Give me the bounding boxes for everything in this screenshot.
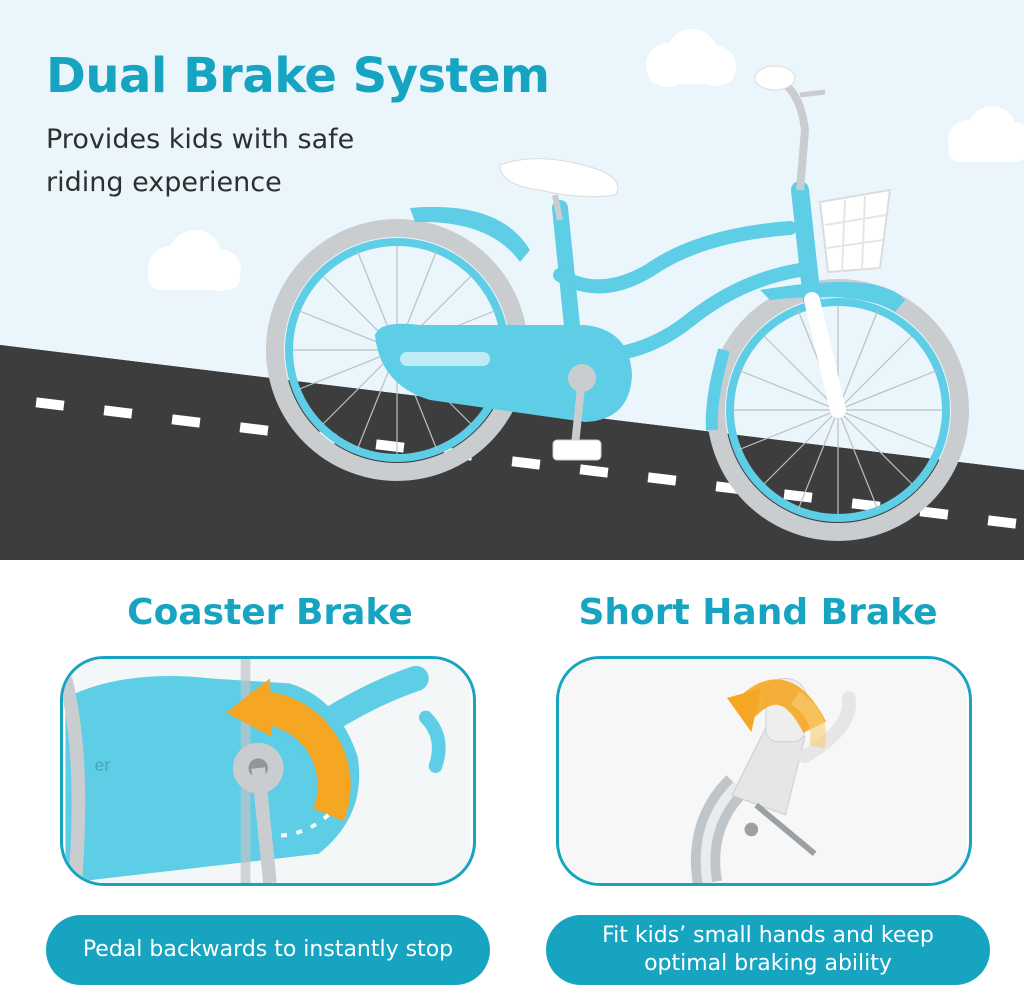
hand-lever-arrow-icon bbox=[726, 679, 826, 749]
coaster-brake-caption: Pedal backwards to instantly stop bbox=[46, 915, 490, 985]
svg-text:er: er bbox=[95, 755, 111, 775]
bicycle-illustration bbox=[266, 65, 969, 541]
hero-scene bbox=[0, 29, 1024, 560]
hand-brake-caption: Fit kids’ small hands and keep optimal b… bbox=[546, 915, 990, 985]
main-title: Dual Brake System bbox=[46, 48, 550, 104]
hand-brake-closeup bbox=[561, 659, 967, 883]
coaster-brake-photo: er bbox=[60, 656, 476, 886]
coaster-brake-title: Coaster Brake bbox=[127, 592, 413, 633]
cloud-icon bbox=[646, 29, 736, 87]
subtitle: Provides kids with safe riding experienc… bbox=[46, 124, 355, 198]
hand-brake-title: Short Hand Brake bbox=[578, 592, 938, 633]
cloud-icon bbox=[148, 230, 241, 291]
cloud-icon bbox=[948, 106, 1024, 162]
hand-brake-photo bbox=[556, 656, 972, 886]
coaster-brake-closeup: er bbox=[63, 659, 471, 883]
